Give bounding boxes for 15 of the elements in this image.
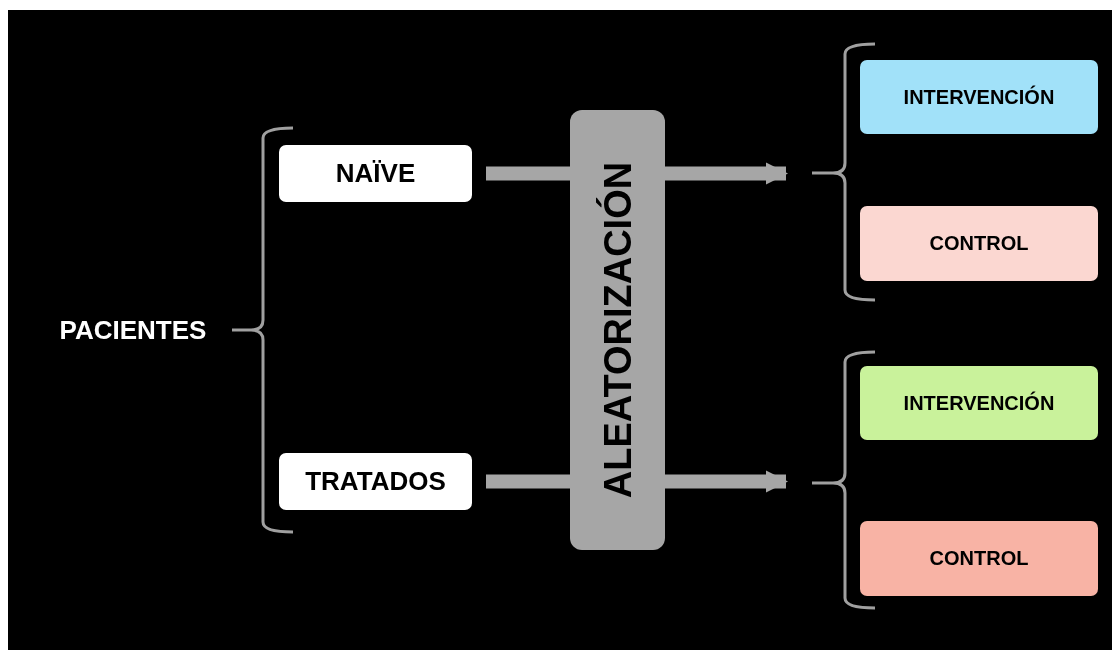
box-label: INTERVENCIÓN xyxy=(903,85,1055,109)
box-label: NAÏVE xyxy=(335,158,416,189)
randomization-label: ALEATORIZACIÓN xyxy=(596,161,639,499)
arm-box xyxy=(860,521,1098,596)
box-label: TRATADOS xyxy=(305,466,446,497)
group-box xyxy=(279,453,472,510)
box-label: INTERVENCIÓN xyxy=(903,391,1055,415)
box-label: CONTROL xyxy=(929,232,1029,255)
arm-box xyxy=(860,206,1098,281)
arm-box xyxy=(860,60,1098,134)
randomization-bar xyxy=(570,110,665,550)
arm-box xyxy=(860,366,1098,440)
box-label: CONTROL xyxy=(929,547,1029,570)
group-box xyxy=(279,145,472,202)
group-label: PACIENTES xyxy=(59,314,207,346)
